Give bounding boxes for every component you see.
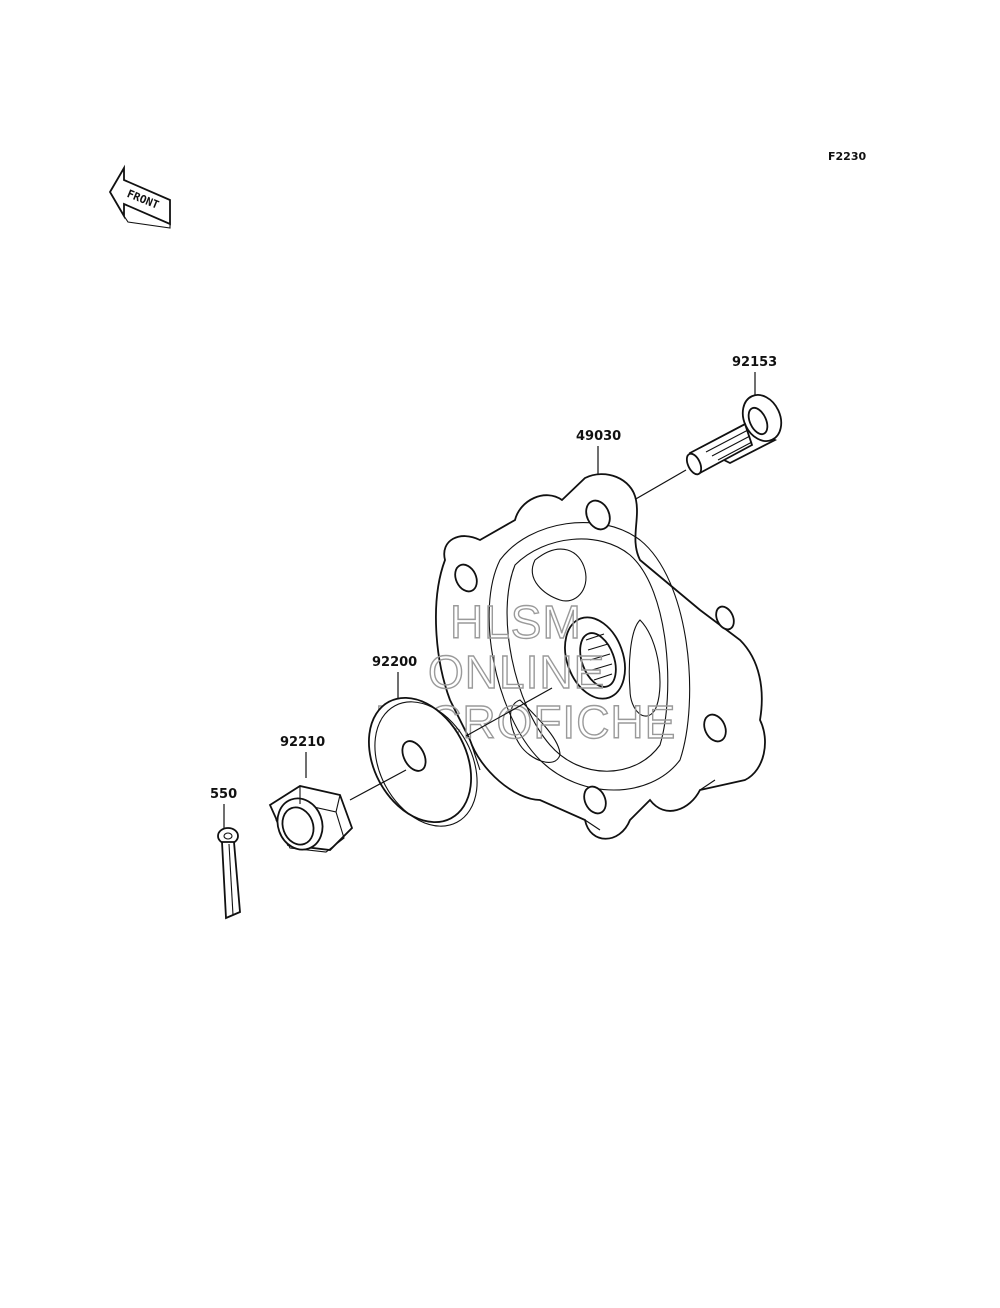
part-label-92153: 92153 [732, 355, 777, 370]
watermark-line-2: ONLINE [428, 646, 605, 698]
wheel-hub [435, 473, 766, 840]
cotter-pin [217, 827, 241, 920]
castle-nut [268, 785, 354, 853]
front-arrow-icon: FRONT [108, 164, 171, 229]
part-label-92200: 92200 [372, 655, 417, 670]
washer [368, 696, 478, 827]
part-label-92210: 92210 [280, 735, 325, 750]
watermark-line-1: HLSM [450, 596, 582, 648]
part-label-49030: 49030 [576, 429, 621, 444]
part-label-550: 550 [210, 787, 237, 802]
stud-bolt [685, 372, 783, 476]
figure-code: F2230 [828, 150, 866, 163]
